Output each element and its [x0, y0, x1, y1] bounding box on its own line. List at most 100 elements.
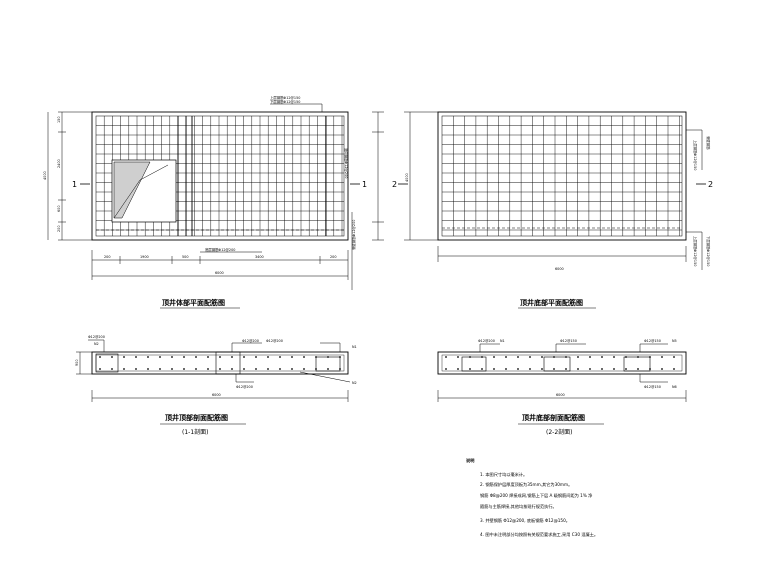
callout-right-top: 上层钢筋Φ12@150 [693, 140, 698, 170]
rebar-dot [673, 356, 675, 358]
dim-left-1: 200 [104, 255, 110, 259]
callout-sec-left-c: Φ12@200 [236, 385, 253, 389]
callout-sec-left-label: Φ12@200 [266, 339, 283, 343]
rebar-dot [577, 356, 579, 358]
rebar-dot [637, 368, 639, 370]
rebar-dot [493, 368, 495, 370]
rebar-dot [207, 368, 209, 370]
notes-line-4: 箍筋与主筋焊接,其他均按现行规范执行。 [480, 503, 557, 510]
dim-left-3: 500 [182, 255, 188, 259]
plan-left: 200 1900 500 3400 200 6000 150 2400 600 … [43, 95, 384, 309]
rebar-dot [291, 368, 293, 370]
rebar-dot [303, 368, 305, 370]
rebar-dot [243, 368, 245, 370]
rebar-dot [661, 356, 663, 358]
callout-bottom-rebar-2: 侧壁钢筋Φ12@200 [351, 220, 356, 250]
rebar-dot [601, 356, 603, 358]
rebar-dot [457, 356, 459, 358]
plan-right-inner-outline [441, 115, 683, 237]
rebar-dot [159, 356, 161, 358]
rebar-dot [505, 368, 507, 370]
rebar-dot [135, 368, 137, 370]
rebar-dot [541, 356, 543, 358]
section-left-outline [91, 351, 349, 375]
rebar-dot [147, 368, 149, 370]
callout-sec-right-a: Φ12@150 [560, 339, 577, 343]
section-mark-1-right: 1 [362, 180, 367, 189]
rebar-dot [171, 356, 173, 358]
rebar-dot [577, 368, 579, 370]
rebar-dot [111, 356, 113, 358]
rebar-dot [183, 368, 185, 370]
callout-sec-left-n2: N2 [352, 381, 357, 385]
rebar-dot [457, 368, 459, 370]
plan-left-inner-outline [95, 115, 345, 237]
rebar-dot [279, 356, 281, 358]
caption-section-left: 顶井顶部剖面配筋图 [165, 413, 228, 422]
section-left-rebar-dots [99, 356, 341, 370]
rebar-dot [99, 368, 101, 370]
rebar-dot [231, 368, 233, 370]
callout-right-side: 侧壁钢筋 [706, 136, 711, 150]
rebar-dot [517, 356, 519, 358]
rebar-dot [279, 368, 281, 370]
rebar-dot [219, 368, 221, 370]
plan-right-outline [437, 111, 687, 241]
caption-section-left-sub: (1-1剖面) [182, 428, 208, 436]
caption-plan-left: 顶井体部平面配筋图 [162, 298, 225, 307]
rebar-dot [195, 368, 197, 370]
rebar-dot [589, 356, 591, 358]
dim-side-1: 150 [57, 117, 61, 123]
rebar-dot [649, 368, 651, 370]
callout-vertical-rebar: 竖向钢筋Φ12@200 [344, 148, 349, 178]
rebar-dot [315, 356, 317, 358]
caption-section-right-sub: (2-2剖面) [546, 428, 572, 436]
rebar-dot [255, 356, 257, 358]
dim-left-total: 6000 [215, 271, 224, 275]
rebar-dot [529, 368, 531, 370]
notes-line-1: 1. 本图尺寸均以毫米计。 [480, 471, 527, 478]
callout-sec-right-d: Φ12@150 [644, 385, 661, 389]
notes-line-2: 2. 钢筋保护层厚度顶板为35mm,其它为30mm。 [480, 481, 572, 488]
rebar-dot [315, 368, 317, 370]
section-right-outline [437, 351, 687, 375]
rebar-dot [267, 368, 269, 370]
rebar-dot [327, 368, 329, 370]
notes-line-6: 4. 图中未注明部分均按照有关规范要求施工,采用 C30 混凝土。 [480, 531, 598, 538]
rebar-dot [159, 368, 161, 370]
callout-right-bottom-1: 上层钢筋Φ12@150 [693, 236, 698, 266]
callout-sec-right-b: Φ12@200 [478, 339, 495, 343]
dim-sec-left-total: 6000 [212, 393, 221, 397]
rebar-dot [327, 356, 329, 358]
rebar-dot [505, 356, 507, 358]
dim-right-total: 6000 [555, 267, 564, 271]
rebar-dot [625, 368, 627, 370]
rebar-dot [565, 368, 567, 370]
rebar-dot [493, 356, 495, 358]
rebar-dot [111, 368, 113, 370]
plan-left-dims-bottom [91, 250, 349, 280]
dim-sec-right-total: 6000 [556, 393, 565, 397]
plan-left-dims-side [47, 111, 92, 241]
callout-sec-right-n1: N1 [500, 339, 505, 343]
callout-sec-right-n6: N6 [672, 385, 677, 389]
rebar-dot [613, 356, 615, 358]
rebar-dot [231, 356, 233, 358]
rebar-dot [255, 368, 257, 370]
opening-edge [113, 164, 169, 219]
caption-plan-right: 顶井底部平面配筋图 [520, 298, 583, 307]
rebar-dot [339, 368, 341, 370]
rebar-dot [553, 368, 555, 370]
rebar-dot [661, 368, 663, 370]
rebar-dot [147, 356, 149, 358]
rebar-dot [267, 356, 269, 358]
rebar-dot [541, 368, 543, 370]
callout-sec-left-a: Φ12@200 [88, 335, 105, 339]
rebar-dot [601, 368, 603, 370]
notes-line-5: 3. 井壁钢筋 Φ12@200, 底板钢筋 Φ12@150。 [480, 517, 570, 524]
rebar-dot [339, 356, 341, 358]
rebar-dot [565, 356, 567, 358]
callout-sec-right-c: Φ12@150 [644, 339, 661, 343]
section-right-rebar-dots [445, 356, 675, 370]
